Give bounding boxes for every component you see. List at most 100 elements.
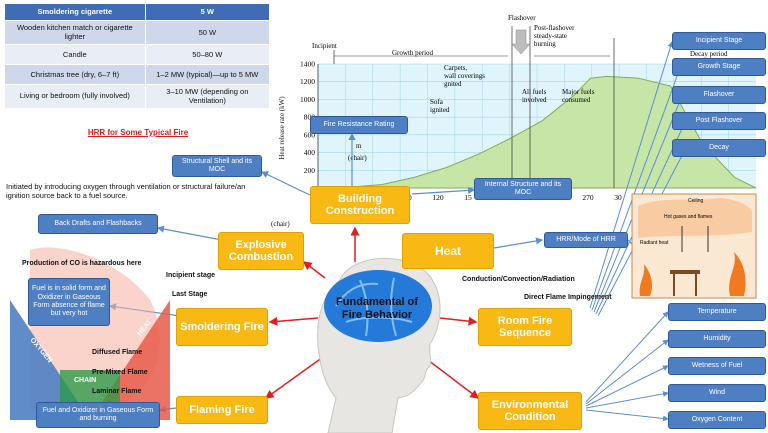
arrow-oxygen <box>585 409 669 422</box>
hrr-header-source: Smoldering cigarette <box>4 3 146 21</box>
arrow-internal-structure <box>411 186 476 195</box>
incipient-stage-note: Incipient stage <box>166 272 216 279</box>
node-smoldering-fire[interactable]: Smoldering Fire <box>176 308 268 346</box>
arrow-back-drafts <box>156 225 223 241</box>
box-hrr-mode[interactable]: HRR/Mode of HRR <box>544 232 628 248</box>
arrow-wind <box>585 390 669 409</box>
node-heat[interactable]: Heat <box>402 233 494 269</box>
phase-decay: Decay period <box>690 50 728 58</box>
ceiling-label: Ceiling <box>688 198 704 204</box>
arrow-to-smoldering <box>268 316 319 326</box>
laminar-flame-note: Laminar Flame <box>92 388 142 395</box>
arrow-structural-shell <box>260 171 313 197</box>
arrow-to-room <box>439 316 478 326</box>
node-building-construction[interactable]: Building Construction <box>310 186 410 224</box>
table-furniture <box>670 270 700 274</box>
table-row: Christmas tree (dry, 6–7 ft) 1–2 MW (typ… <box>4 63 271 85</box>
annotation-chair-a: (chair) <box>348 154 367 162</box>
node-room-fire-sequence[interactable]: Room Fire Sequence <box>478 308 572 346</box>
box-oxygen-content[interactable]: Oxygen Content <box>668 411 766 429</box>
phase-flashover: Flashover <box>508 14 536 22</box>
head-brain-illustration <box>317 257 441 433</box>
flame-icon <box>729 252 746 296</box>
x-tick-label: 270 <box>582 193 594 202</box>
x-tick-label: 30 <box>614 193 622 202</box>
annotation-partial-m: m <box>356 142 362 150</box>
y-tick-label: 1200 <box>300 77 315 86</box>
hrr-table: Smoldering cigarette 5 W Wooden kitchen … <box>4 3 271 109</box>
direct-flame-note: Direct Flame Impingement <box>524 294 612 301</box>
x-tick-label: 120 <box>432 193 444 202</box>
arrow-hrr-mode <box>493 237 544 249</box>
arrow-to-explosive <box>302 261 326 279</box>
center-topic: Fundamental of Fire Behavior <box>336 296 418 321</box>
y-tick-label: 800 <box>304 113 316 122</box>
conduction-note: Conduction/Convection/Radiation <box>462 276 575 283</box>
annotation-ign-partial: Ig <box>298 207 304 208</box>
y-tick-label: 200 <box>304 166 316 175</box>
node-environmental-condition[interactable]: Environmental Condition <box>478 392 582 430</box>
y-axis-label: Heat release rate (kW) <box>278 96 286 160</box>
node-explosive-combustion[interactable]: Explosive Combustion <box>218 232 304 270</box>
y-tick-label: 1400 <box>300 60 315 69</box>
hrr-cell: Living or bedroom (fully involved) <box>4 83 146 109</box>
box-structural-shell[interactable]: Structural Shell and its MOC <box>172 155 262 177</box>
box-post-flashover[interactable]: Post Flashover <box>672 112 766 130</box>
phase-growth: Growth period <box>392 49 434 57</box>
hrr-cell: Christmas tree (dry, 6–7 ft) <box>4 63 146 85</box>
y-tick-label: 400 <box>304 148 316 157</box>
brain-folds <box>335 277 413 337</box>
y-tick-label: 600 <box>304 130 316 139</box>
box-fire-resistance-rating[interactable]: Fire Resistance Rating <box>310 116 408 134</box>
arrow-incipient-stage <box>589 41 674 309</box>
box-temperature[interactable]: Temperature <box>668 303 766 321</box>
box-fuel-gaseous-form[interactable]: Fuel and Oxidizer in Gaseous Form and bu… <box>36 402 160 428</box>
flashover-arrow-icon <box>511 29 531 55</box>
chain-reaction-block <box>60 370 120 410</box>
hrr-cell: 50 W <box>144 20 271 45</box>
annotation-carpets: Carpets,wall coverings gnited <box>444 64 487 88</box>
box-back-drafts[interactable]: Back Drafts and Flashbacks <box>38 214 158 234</box>
flame-icon <box>639 264 652 296</box>
box-fuel-solid-form[interactable]: Fuel is in solid form and Oxidizer in Ga… <box>28 278 110 326</box>
node-flaming-fire[interactable]: Flaming Fire <box>176 396 268 424</box>
hrr-cell: 1–2 MW (typical)—up to 5 MW <box>144 63 271 85</box>
arrow-temperature <box>585 311 669 403</box>
production-co-note: Production of CO is hazardous here <box>22 260 142 267</box>
box-growth-stage[interactable]: Growth Stage <box>672 58 766 76</box>
y-tick-label: 1000 <box>300 95 315 104</box>
room-fire-illustration: Ceiling Hot gases and flames Radiant hea… <box>631 193 757 299</box>
initiated-note: Initiated by introducing oxygen through … <box>6 182 246 200</box>
phase-incipient: Incipient <box>312 42 337 50</box>
box-flashover[interactable]: Flashover <box>672 86 766 104</box>
arrow-to-flaming <box>264 351 331 399</box>
box-internal-structure[interactable]: Internal Structure and its MOC <box>474 178 572 200</box>
hrr-header-value: 5 W <box>144 3 271 21</box>
last-stage-note: Last Stage <box>172 291 208 298</box>
y-tick-labels: 200 400 600 800 1000 1200 1400 <box>300 60 315 175</box>
box-humidity[interactable]: Humidity <box>668 330 766 348</box>
annotation-chair-b: (chair) <box>271 220 290 228</box>
radiant-heat-label: Radiant heat <box>640 240 669 246</box>
box-incipient-stage[interactable]: Incipient Stage <box>672 32 766 50</box>
box-wetness-of-fuel[interactable]: Wetness of Fuel <box>668 357 766 375</box>
table-row: Living or bedroom (fully involved) 3–10 … <box>4 83 271 109</box>
premixed-flame-note: Pre-Mixed Flame <box>92 369 148 376</box>
hot-gases-label: Hot gases and flames <box>664 214 713 220</box>
x-tick-label: 15 <box>464 193 472 202</box>
box-wind[interactable]: Wind <box>668 384 766 402</box>
arrow-humidity <box>585 339 669 405</box>
hot-gas-layer <box>638 198 752 238</box>
box-decay[interactable]: Decay <box>672 139 766 157</box>
arrow-growth-stage <box>591 67 682 311</box>
hrr-table-header: Smoldering cigarette 5 W <box>4 3 271 21</box>
hrr-table-caption: HRR for Some Typical Fire <box>87 128 189 137</box>
diffused-flame-note: Diffused Flame <box>92 349 143 356</box>
brain-icon <box>324 270 432 342</box>
hrr-cell: Candle <box>4 43 146 65</box>
hrr-cell: 3–10 MW (depending on Ventilation) <box>144 83 271 109</box>
